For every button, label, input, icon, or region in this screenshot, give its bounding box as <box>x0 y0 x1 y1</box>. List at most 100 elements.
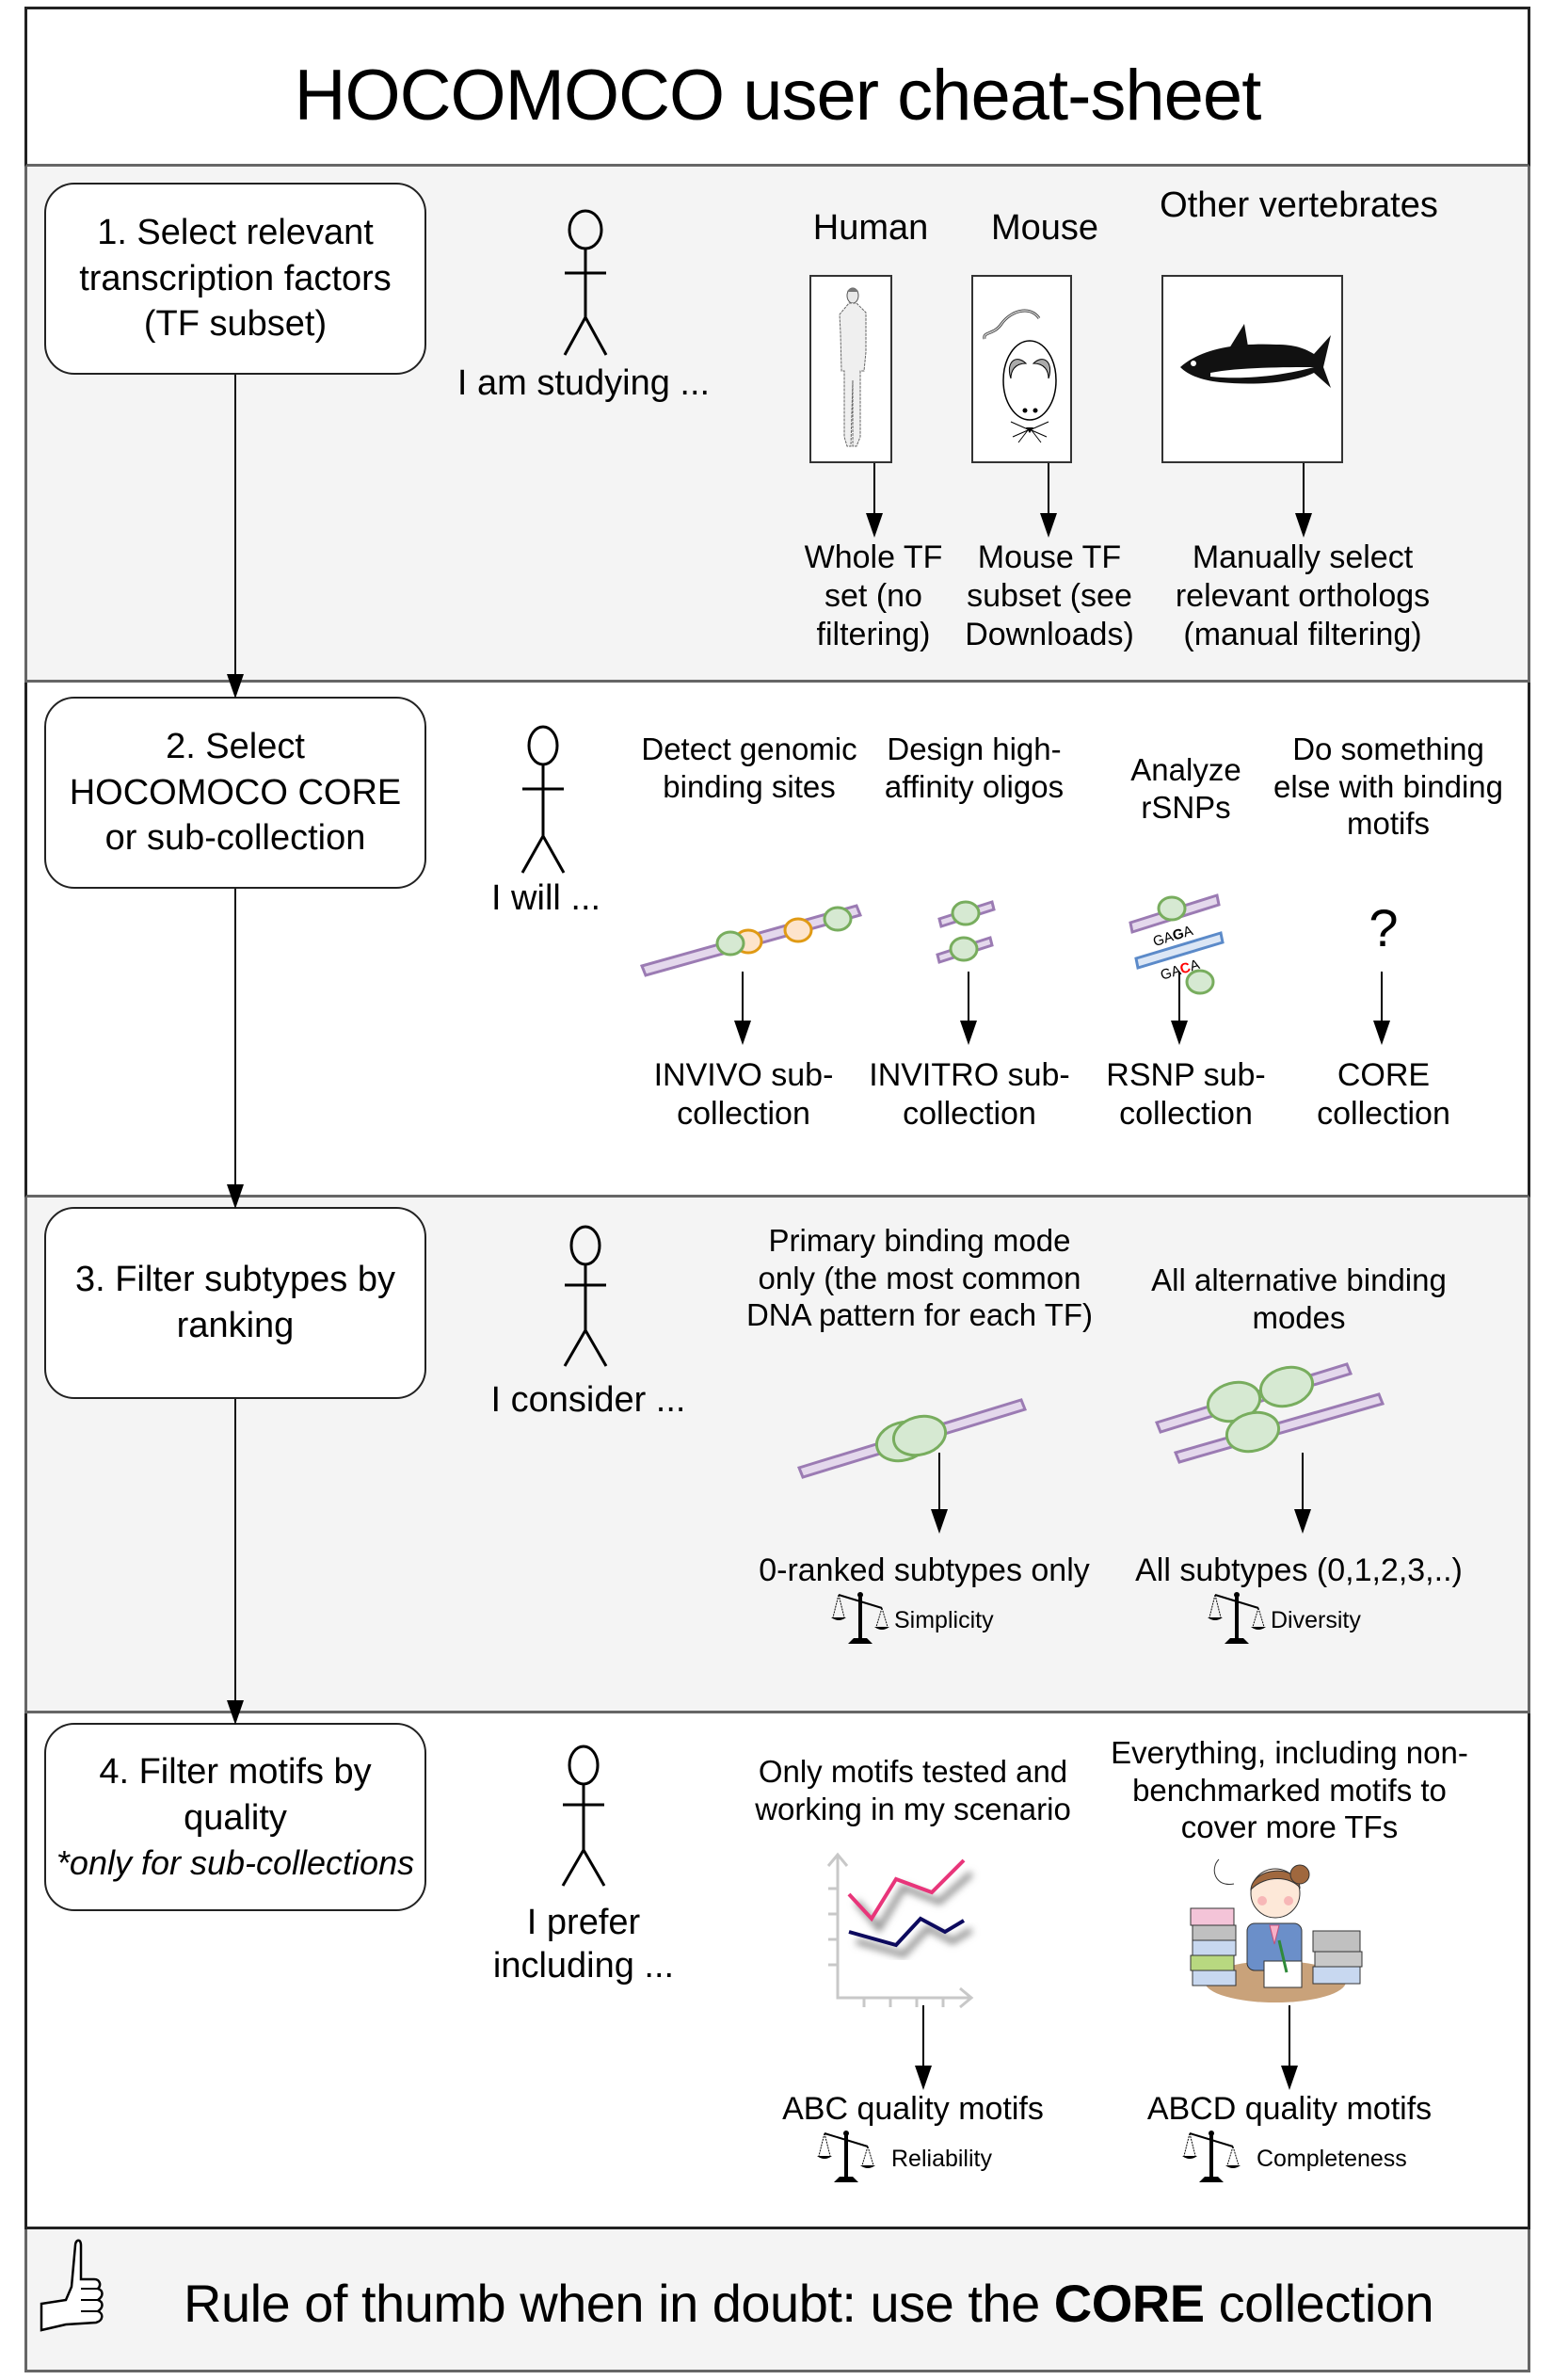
arrow-core <box>1381 972 1383 1024</box>
balance-scale-icon <box>817 2131 875 2182</box>
actor-1-label: I am studying ... <box>456 363 711 403</box>
human-figure-icon <box>839 287 867 447</box>
result-0-ranked: 0-ranked subtypes only <box>759 1552 1090 1588</box>
footer-suffix: collection <box>1204 2274 1434 2333</box>
step-4-note: *only for sub-collections <box>56 1842 415 1882</box>
sequence-ref-base: A <box>1161 928 1176 946</box>
mouse-image-box <box>971 275 1072 463</box>
snp-base: C <box>1178 959 1193 977</box>
human-image-box <box>809 275 892 463</box>
option-header-primary-mode: Primary binding mode only (the most comm… <box>745 1223 1094 1333</box>
option-header-everything: Everything, including non-benchmarked mo… <box>1111 1735 1468 1845</box>
arrow-invivo <box>742 972 744 1024</box>
flow-line-2-3 <box>234 889 236 1190</box>
sequence-ref-base: G <box>1171 925 1186 944</box>
sequence-ref-base: G <box>1151 931 1166 950</box>
arrow-rsnp <box>1178 972 1180 1024</box>
sequence-ref: GAGA <box>1151 923 1194 950</box>
result-manual-orthologs: Manually select relevant orthologs (manu… <box>1175 539 1431 652</box>
arrowhead <box>866 513 883 538</box>
arrowhead <box>1040 513 1057 538</box>
stick-figure-icon <box>520 725 566 874</box>
result-all-subtypes: All subtypes (0,1,2,3,..) <box>1135 1552 1463 1588</box>
page-title: HOCOMOCO user cheat-sheet <box>294 56 1262 136</box>
arrowhead <box>227 674 244 699</box>
option-header-other-vertebrates: Other vertebrates <box>1160 185 1438 225</box>
arrowhead <box>931 1509 948 1534</box>
dna-multiple-sites-icon <box>639 904 863 977</box>
arrow-0-ranked <box>938 1453 940 1513</box>
balance-scale-icon <box>831 1592 889 1644</box>
balance-scale-icon <box>1182 2131 1241 2182</box>
fish-image-box <box>1161 275 1343 463</box>
flow-line-3-4 <box>234 1399 236 1700</box>
result-abc: ABC quality motifs <box>782 2091 1044 2127</box>
arrowhead <box>1294 1509 1311 1534</box>
fish-icon <box>1180 324 1331 388</box>
arrow-mouse <box>1048 463 1049 518</box>
tradeoff-reliability: Reliability <box>891 2146 992 2172</box>
arrowhead <box>734 1021 751 1045</box>
tradeoff-diversity: Diversity <box>1271 1607 1361 1633</box>
arrowhead <box>960 1021 977 1045</box>
arrowhead <box>1295 513 1312 538</box>
result-whole-tf-set: Whole TF set (no filtering) <box>804 539 943 652</box>
arrowhead <box>227 1184 244 1209</box>
arrow-all-subtypes <box>1302 1453 1304 1513</box>
result-abcd: ABCD quality motifs <box>1146 2091 1433 2127</box>
footer-emphasis: CORE <box>1053 2274 1205 2333</box>
title-panel: HOCOMOCO user cheat-sheet <box>24 7 1530 167</box>
option-header-something-else: Do something else with binding motifs <box>1273 732 1503 842</box>
sequence-alt-prefix: GA <box>1159 962 1183 984</box>
actor-2-label: I will ... <box>490 878 601 918</box>
step-3-box: 3. Filter subtypes by ranking <box>44 1207 426 1399</box>
dna-single-mode-icon <box>797 1398 1027 1479</box>
dna-oligos-icon <box>936 900 996 964</box>
arrow-invitro <box>968 972 969 1024</box>
step-4-box: 4. Filter motifs by quality *only for su… <box>44 1723 426 1911</box>
step-2-label: 2. Select HOCOMOCO CORE or sub-collectio… <box>69 727 402 859</box>
step-4-label: 4. Filter motifs by quality <box>99 1752 372 1838</box>
option-header-human: Human <box>812 208 929 248</box>
stick-figure-icon <box>563 209 608 356</box>
footer-rule-text: Rule of thumb when in doubt: use the COR… <box>184 2273 1434 2334</box>
flow-line-1-2 <box>234 375 236 676</box>
result-invitro: INVITRO sub-collection <box>869 1057 1070 1132</box>
balance-scale-icon <box>1208 1592 1266 1644</box>
stick-figure-icon <box>561 1745 606 1887</box>
arrowhead <box>227 1700 244 1725</box>
arrowhead <box>1281 2066 1298 2090</box>
arrow-abcd <box>1289 2005 1290 2069</box>
result-mouse-tf-subset: Mouse TF subset (see Downloads) <box>965 539 1134 652</box>
arrowhead <box>915 2066 932 2090</box>
arrowhead <box>1373 1021 1390 1045</box>
result-invivo: INVIVO sub-collection <box>653 1057 834 1132</box>
result-rsnp: RSNP sub-collection <box>1106 1057 1266 1132</box>
option-header-alternative-modes: All alternative binding modes <box>1151 1262 1447 1335</box>
step-3-label: 3. Filter subtypes by ranking <box>74 1260 396 1345</box>
thumbs-up-icon <box>40 2239 104 2332</box>
step-1-label: 1. Select relevant transcription factors… <box>79 213 392 345</box>
step-1-box: 1. Select relevant transcription factors… <box>44 183 426 375</box>
overworked-person-illustration-icon <box>1190 1858 1363 2002</box>
result-core: CORE collection <box>1317 1057 1450 1132</box>
step-2-box: 2. Select HOCOMOCO CORE or sub-collectio… <box>44 697 426 889</box>
tradeoff-simplicity: Simplicity <box>894 1607 994 1633</box>
arrow-human <box>873 463 875 518</box>
actor-4-label: I prefer including ... <box>492 1903 675 1986</box>
mouse-icon <box>983 309 1057 443</box>
option-header-tested-motifs: Only motifs tested and working in my sce… <box>755 1754 1071 1826</box>
dna-multiple-modes-icon <box>1155 1362 1385 1464</box>
option-header-analyze-rsnps: Analyze rSNPs <box>1130 752 1241 825</box>
arrow-vertebrates <box>1303 463 1305 518</box>
footer-panel <box>24 2229 1530 2372</box>
option-header-mouse: Mouse <box>990 208 1099 248</box>
line-chart-illustration-icon <box>826 1852 974 2009</box>
stick-figure-icon <box>563 1225 608 1367</box>
footer-prefix: Rule of thumb when in doubt: use the <box>184 2274 1054 2333</box>
sequence-alt: GACA <box>1159 957 1202 984</box>
question-mark-icon: ? <box>1369 898 1399 957</box>
actor-3-label: I consider ... <box>490 1380 686 1420</box>
arrow-abc <box>922 2005 924 2069</box>
dna-rsnp-icon: GAGA GACA <box>1129 893 1225 995</box>
